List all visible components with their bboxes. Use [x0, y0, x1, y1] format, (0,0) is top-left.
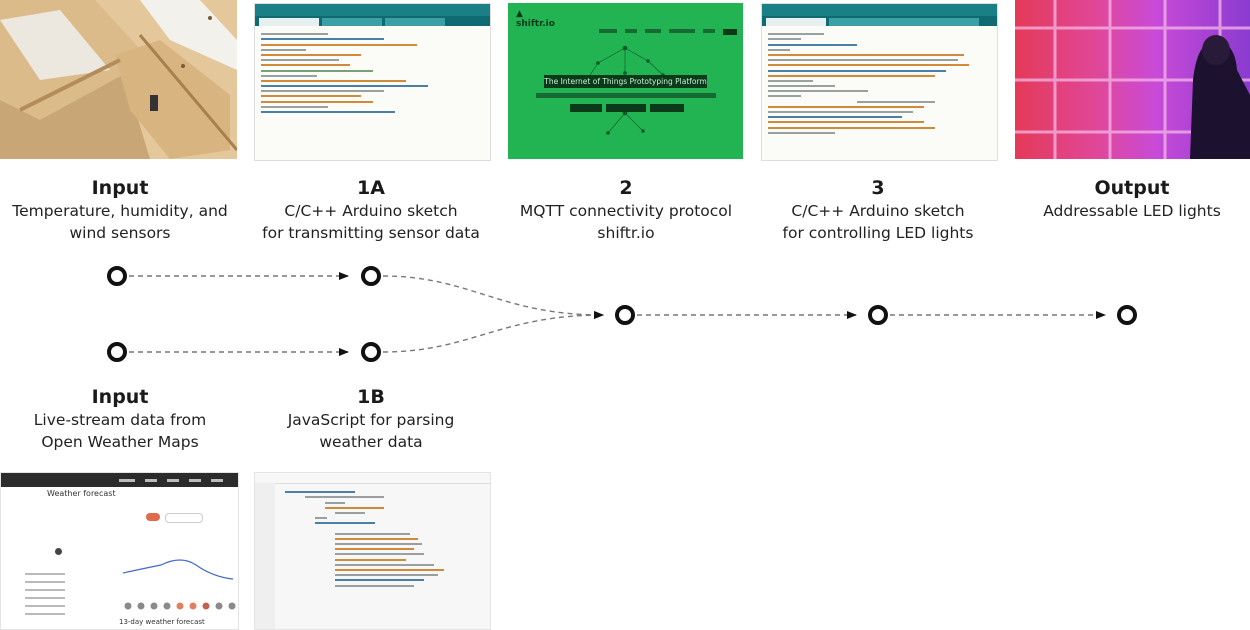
step-1a-node-icon — [361, 266, 381, 286]
node-description: MQTT connectivity protocol — [519, 202, 733, 220]
shiftr-nav — [599, 29, 737, 35]
shiftr-headline: The Internet of Things Prototyping Platf… — [544, 75, 707, 88]
network-graphic — [586, 45, 665, 135]
shiftr-button[interactable] — [570, 104, 602, 112]
flow-arrow-1a-to-2 — [382, 275, 604, 319]
weather-search-bar[interactable] — [165, 513, 203, 523]
input-bottom-node-icon — [107, 342, 127, 362]
editor-tabs — [762, 16, 997, 26]
output-label: Output Addressable LED lights — [1012, 176, 1250, 222]
shiftr-buttons — [570, 104, 684, 112]
node-description: Live-stream data from — [33, 411, 207, 429]
node-description: C/C++ Arduino sketch — [284, 202, 458, 220]
step-1b-label: 1B JavaScript for parsing weather data — [251, 385, 491, 453]
sensor-structure-photo — [0, 0, 237, 159]
shiftr-logo: ▲ shiftr.io — [516, 9, 555, 29]
node-description: for transmitting sensor data — [262, 224, 480, 242]
node-description: Addressable LED lights — [1043, 202, 1221, 220]
node-title: 2 — [619, 177, 633, 199]
node-title: 1A — [357, 177, 385, 199]
step-2-label: 2 MQTT connectivity protocol shiftr.io — [506, 176, 746, 244]
led-grid-illustration — [1015, 0, 1250, 159]
shiftr-button[interactable] — [650, 104, 684, 112]
shiftr-subline — [536, 93, 716, 98]
flow-arrow-1b-to-2 — [382, 311, 604, 353]
node-description: wind sensors — [69, 224, 171, 242]
code-lines — [255, 484, 490, 594]
shiftr-button[interactable] — [606, 104, 646, 112]
step-2-node-icon — [615, 305, 635, 325]
output-node-icon — [1117, 305, 1137, 325]
node-description: shiftr.io — [597, 224, 655, 242]
node-description: JavaScript for parsing — [287, 411, 455, 429]
step-3-node-icon — [868, 305, 888, 325]
input-top-node-icon — [107, 266, 127, 286]
weather-top-bar — [1, 473, 238, 487]
step-3-label: 3 C/C++ Arduino sketch for controlling L… — [758, 176, 998, 244]
node-description: weather data — [319, 433, 423, 451]
temperature-chart — [25, 559, 236, 615]
node-title: 3 — [871, 177, 885, 199]
node-description: Temperature, humidity, and — [12, 202, 228, 220]
code-lines — [762, 26, 997, 141]
editor-tabs — [255, 16, 490, 26]
weather-city-button[interactable] — [146, 513, 160, 521]
node-title: Input — [91, 386, 149, 408]
node-description: C/C++ Arduino sketch — [791, 202, 965, 220]
weather-heading: Weather forecast — [47, 489, 116, 498]
node-title: 1B — [357, 386, 385, 408]
wood-structure-illustration — [0, 0, 237, 159]
node-title: Input — [91, 177, 149, 199]
shiftr-logo-icon: ▲ — [516, 9, 523, 19]
step-1a-label: 1A C/C++ Arduino sketch for transmitting… — [251, 176, 491, 244]
weather-current-icon — [55, 548, 62, 555]
led-lights-photo — [1015, 0, 1250, 159]
weather-subheading: 13-day weather forecast — [119, 618, 205, 626]
arduino-sketch-3-screenshot — [761, 3, 998, 161]
node-description: Open Weather Maps — [41, 433, 199, 451]
code-lines — [255, 26, 490, 120]
node-title: Output — [1094, 177, 1170, 199]
input-top-label: Input Temperature, humidity, and wind se… — [0, 176, 240, 244]
editor-toolbar — [255, 4, 490, 16]
arduino-sketch-1a-screenshot — [254, 3, 491, 161]
weather-forecast-screenshot: Weather forecast 13-day weather forecast — [0, 472, 239, 630]
node-description: for controlling LED lights — [782, 224, 974, 242]
step-1b-node-icon — [361, 342, 381, 362]
input-bottom-label: Input Live-stream data from Open Weather… — [0, 385, 240, 453]
shiftr-io-screenshot: ▲ shiftr.io The Internet of Things Proto… — [508, 3, 743, 159]
editor-toolbar — [762, 4, 997, 16]
